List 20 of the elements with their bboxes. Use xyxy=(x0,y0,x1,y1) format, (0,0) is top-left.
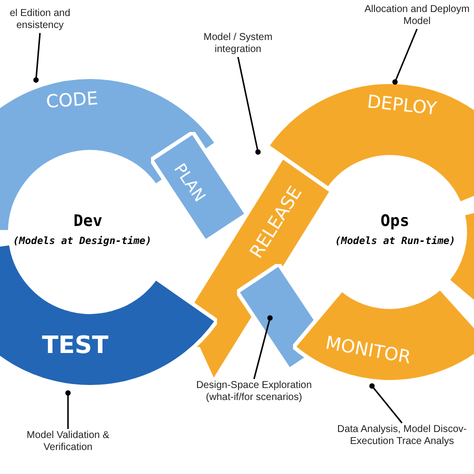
callout-text: el Edition and ensistency xyxy=(0,8,80,32)
leader-line xyxy=(253,315,273,380)
subtitle-text: (Models at Design-time) xyxy=(13,236,152,246)
leader-line xyxy=(65,390,71,429)
leader-line xyxy=(369,383,403,424)
callout-text: Model Validation & Verification xyxy=(8,430,128,454)
callout-text: Design-Space Exploration (what-if/for scenarios) xyxy=(196,380,312,404)
callout-text: Model / System integration xyxy=(188,32,288,56)
heading-text: Ops xyxy=(380,210,410,230)
segment-label: MONITOR xyxy=(324,332,412,368)
segment-label: TEST xyxy=(42,331,108,359)
subtitle-text: (Models at Run-time) xyxy=(335,236,456,246)
callout-text: Allocation and Deploym Model xyxy=(360,4,474,28)
callout-text: Data Analysis, Model Discov- Execution Trace Analys xyxy=(330,424,474,448)
segment-label: CODE xyxy=(45,88,99,112)
segment-label: DEPLOY xyxy=(366,90,438,120)
leader-line xyxy=(33,32,41,83)
leader-line xyxy=(237,56,261,155)
heading-text: Dev xyxy=(74,210,102,230)
leader-line xyxy=(392,28,418,85)
